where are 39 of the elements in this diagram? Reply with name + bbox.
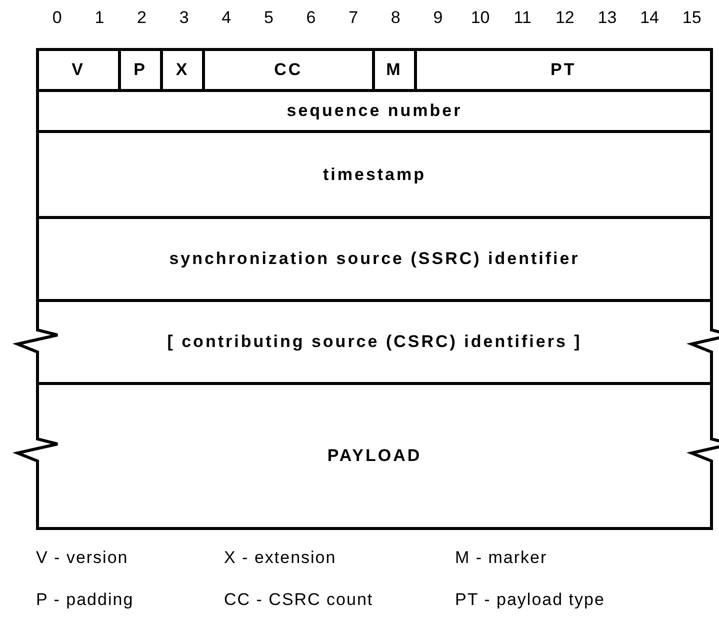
- header-field: [36, 130, 713, 219]
- header-field: [36, 48, 121, 92]
- legend-text: P - padding: [36, 590, 134, 610]
- bit-number: 8: [390, 8, 402, 28]
- bit-number: 6: [305, 8, 317, 28]
- legend-text: CC - CSRC count: [224, 590, 374, 610]
- bit-number: 7: [348, 8, 360, 28]
- bit-number: 14: [639, 8, 660, 28]
- legend-text: V - version: [36, 548, 128, 568]
- header-field: [14, 382, 719, 530]
- bit-number: 10: [470, 8, 491, 28]
- legend-text: PT - payload type: [455, 590, 605, 610]
- bit-number: 5: [262, 8, 274, 28]
- bit-number: 11: [512, 8, 532, 28]
- field-label: synchronization source (SSRC) identifier: [169, 249, 580, 269]
- bit-number: 3: [178, 8, 190, 28]
- legend-text: M - marker: [455, 548, 548, 568]
- header-field: [36, 89, 713, 133]
- bit-number: 12: [554, 8, 576, 28]
- field-label: timestamp: [322, 164, 426, 184]
- header-field: [36, 216, 713, 302]
- field-label: sequence number: [286, 101, 462, 121]
- field-label: M: [386, 60, 402, 80]
- field-label: X: [176, 60, 190, 80]
- field-label: V: [72, 60, 85, 80]
- field-label: PAYLOAD: [327, 446, 422, 466]
- bit-number: 1: [94, 8, 106, 28]
- field-label: P: [134, 60, 147, 80]
- field-label: [ contributing source (CSRC) identifiers ]: [167, 332, 582, 352]
- legend-text: X - extension: [224, 548, 336, 568]
- bit-number: 9: [432, 8, 444, 28]
- field-label: PT: [550, 60, 576, 80]
- header-field: [14, 299, 719, 385]
- field-label: CC: [274, 60, 303, 80]
- bit-number: 13: [596, 8, 618, 28]
- bit-number: 15: [681, 8, 702, 28]
- bit-number: 2: [136, 8, 148, 28]
- bit-number: 0: [51, 8, 63, 28]
- bit-number: 4: [220, 8, 232, 28]
